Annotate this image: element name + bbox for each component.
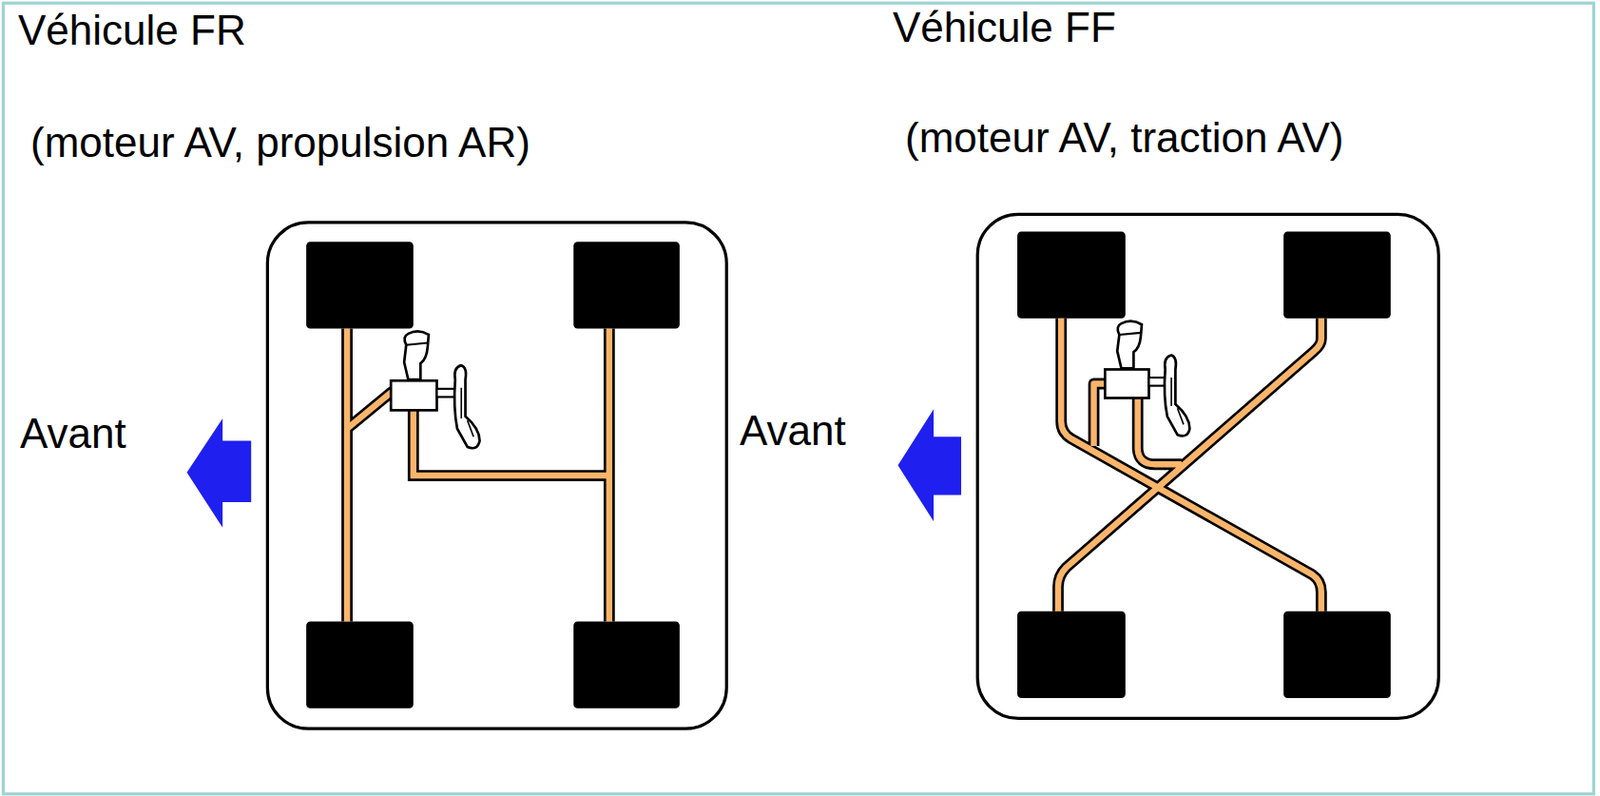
wheel bbox=[306, 241, 414, 328]
push-rod bbox=[436, 388, 455, 398]
forward-arrow bbox=[898, 408, 963, 521]
driver-hair bbox=[1118, 332, 1141, 335]
master-cylinder bbox=[1104, 368, 1149, 398]
wheel bbox=[306, 621, 414, 709]
wheel bbox=[1283, 611, 1391, 698]
vehicle-label: (moteur AV, traction AV) bbox=[905, 113, 1344, 164]
wheel bbox=[573, 621, 680, 709]
push-rod bbox=[1148, 377, 1165, 386]
driver-head bbox=[404, 330, 429, 380]
pedal-detail bbox=[461, 387, 474, 438]
brake-lines bbox=[1058, 318, 1322, 612]
wheel bbox=[1283, 231, 1391, 319]
brake-line bbox=[1058, 318, 1322, 612]
wheels bbox=[1017, 231, 1391, 698]
pedal-detail bbox=[1171, 377, 1184, 425]
brake-line bbox=[346, 328, 610, 622]
master-cylinder bbox=[390, 380, 437, 410]
wheels bbox=[306, 241, 680, 708]
brake-pedal bbox=[454, 365, 480, 448]
brake-lines bbox=[346, 328, 610, 622]
driver bbox=[390, 330, 480, 448]
direction-label: Avant bbox=[739, 405, 847, 457]
driver-head bbox=[1117, 321, 1142, 369]
brake-pedal bbox=[1164, 354, 1190, 436]
vehicle-body bbox=[977, 213, 1439, 718]
driver bbox=[1104, 321, 1190, 437]
fr-vehicle bbox=[267, 222, 727, 729]
direction-label: Avant bbox=[19, 408, 127, 460]
ff-vehicle bbox=[977, 213, 1439, 718]
wheel bbox=[573, 241, 680, 328]
wheel bbox=[1017, 611, 1126, 698]
vehicle-label: Véhicule FF bbox=[892, 2, 1117, 54]
brake-line-outline bbox=[1058, 318, 1322, 612]
forward-arrow bbox=[187, 418, 252, 528]
driver-hair bbox=[405, 343, 428, 346]
vehicle-label: Véhicule FR bbox=[18, 5, 247, 57]
vehicle-label: (moteur AV, propulsion AR) bbox=[30, 117, 531, 169]
brake-line-outline bbox=[346, 328, 610, 622]
vehicle-body bbox=[267, 222, 727, 729]
wheel bbox=[1017, 231, 1126, 319]
